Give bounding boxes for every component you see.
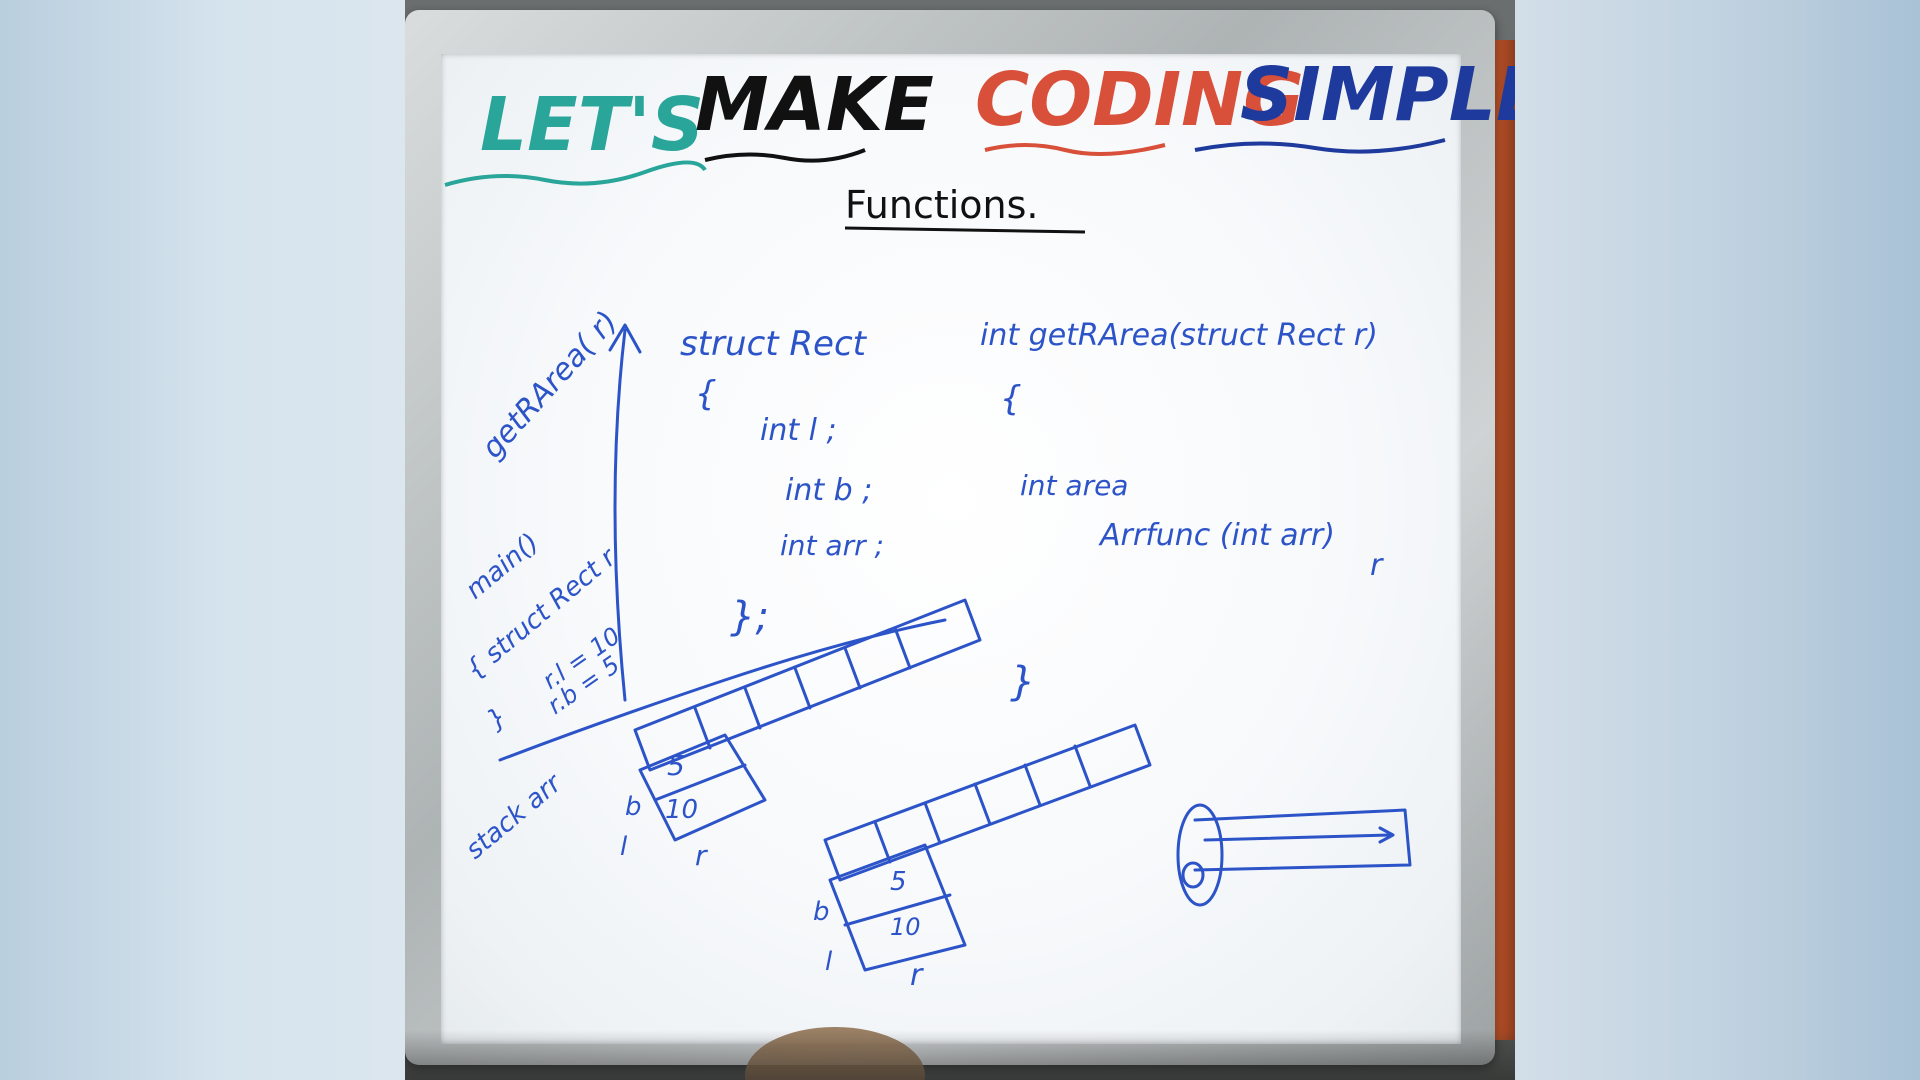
struct-line-2: { — [695, 374, 717, 414]
mem2-label-l: l — [825, 947, 833, 977]
array-pointer-oval — [1176, 803, 1224, 907]
mem1-box-divider — [653, 763, 747, 802]
title-underline-red — [984, 143, 1166, 156]
mem1-label-r: r — [695, 839, 708, 872]
call-arrow-line — [613, 328, 627, 702]
title-underline-black — [704, 148, 866, 163]
title-underline-teal — [444, 160, 707, 187]
whiteboard-drawing: LET'S MAKE CODING SIMPLE Functions. stru… — [405, 52, 1515, 1080]
main-line-1: main() — [460, 528, 545, 606]
title-word-make: MAKE — [695, 62, 934, 148]
mem2-tape — [823, 723, 1152, 882]
function-param-mark: r — [1370, 548, 1384, 583]
mem1-value-bottom: 10 — [665, 795, 698, 825]
struct-line-4: int b ; — [785, 473, 872, 508]
mem2-value-bottom: 10 — [890, 913, 921, 941]
whiteboard-surface — [441, 54, 1461, 1044]
title-word-coding: CODING — [975, 57, 1304, 143]
function-body-line-1: int area — [1020, 469, 1128, 502]
wall-right — [1491, 40, 1515, 1040]
array-pointer-dot — [1181, 861, 1205, 889]
array-pointer-box — [1193, 808, 1412, 872]
title-word-lets: LET'S — [480, 82, 704, 168]
function-open-brace: { — [1000, 379, 1022, 419]
bottom-shadow — [405, 1030, 1515, 1080]
mem2-value-top: 5 — [890, 867, 907, 897]
whiteboard-frame — [405, 10, 1495, 1065]
call-label: getRArea( r) — [475, 304, 625, 465]
struct-line-1: struct Rect — [680, 324, 868, 364]
mem2-label-r: r — [910, 958, 924, 993]
struct-line-5: int arr ; — [780, 529, 884, 562]
mem1-label-l: l — [620, 832, 628, 862]
mem1-tape-dividers — [693, 626, 912, 750]
memory-label: stack arr — [460, 767, 569, 865]
array-pointer-arrow — [1203, 833, 1392, 842]
array-pointer-arrow-head — [1378, 826, 1395, 844]
subtitle-underline — [844, 226, 1086, 234]
mem1-box — [638, 733, 767, 842]
call-arrow-head — [608, 323, 642, 354]
mem2-box — [828, 843, 967, 972]
mem2-label-b: b — [813, 897, 830, 927]
main-line-5: } — [482, 702, 513, 736]
mem1-tape — [633, 598, 982, 772]
subtitle: Functions. — [845, 183, 1039, 227]
title-word-simple: SIMPLE — [1240, 52, 1515, 138]
struct-line-6: }; — [730, 594, 769, 640]
function-close-brace: } — [1010, 659, 1035, 705]
mem2-tape-dividers — [873, 744, 1092, 864]
struct-line-3: int l ; — [760, 413, 837, 448]
mem2-box-divider — [843, 893, 952, 927]
whiteboard-photo: LET'S MAKE CODING SIMPLE Functions. stru… — [405, 0, 1515, 1080]
function-signature: int getRArea(struct Rect r) — [980, 318, 1378, 353]
function-body-line-2: Arrfunc (int arr) — [1098, 518, 1335, 553]
title-underline-blue — [1194, 138, 1446, 154]
mem1-label-b: b — [625, 792, 642, 822]
